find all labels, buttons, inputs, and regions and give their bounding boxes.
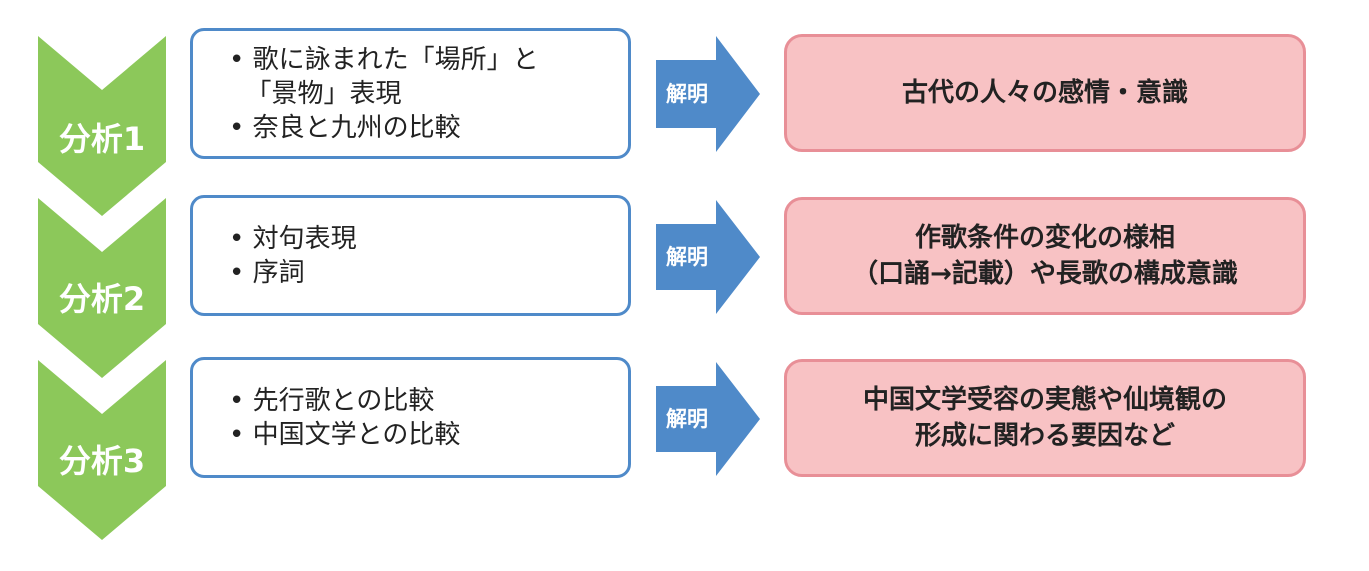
result-box-1: 古代の人々の感情・意識 — [784, 34, 1306, 152]
explain-arrow-2 — [656, 200, 760, 314]
step-chevron-2 — [38, 198, 166, 378]
result-line: 形成に関わる要因など — [914, 421, 1175, 451]
step-chevron-3 — [38, 360, 166, 540]
step-label-3: 分析3 — [58, 442, 146, 480]
detail-line: • 先行歌との比較 — [229, 385, 435, 416]
analysis-detail-box-1: • 歌に詠まれた「場所」と 「景物」表現 • 奈良と九州の比較 — [190, 28, 631, 159]
detail-line: • 中国文学との比較 — [229, 419, 461, 450]
detail-line: 「景物」表現 — [229, 78, 402, 109]
step-label-2: 分析2 — [58, 280, 146, 318]
detail-line: • 序詞 — [229, 257, 305, 288]
detail-line: • 歌に詠まれた「場所」と — [229, 44, 539, 75]
result-box-3: 中国文学受容の実態や仙境観の 形成に関わる要因など — [784, 359, 1306, 477]
result-line: 作歌条件の変化の様相 — [914, 223, 1175, 253]
result-line: （口誦→記載）や長歌の構成意識 — [852, 259, 1238, 289]
result-line: 中国文学受容の実態や仙境観の — [862, 385, 1227, 415]
detail-line: • 対句表現 — [229, 223, 357, 254]
step-chevron-1 — [38, 36, 166, 216]
result-line: 古代の人々の感情・意識 — [901, 78, 1188, 108]
detail-line: • 奈良と九州の比較 — [229, 112, 461, 143]
explain-label-1: 解明 — [666, 82, 708, 106]
analysis-detail-box-2: • 対句表現 • 序詞 — [190, 195, 631, 316]
explain-arrow-3 — [656, 362, 760, 476]
result-box-2: 作歌条件の変化の様相 （口誦→記載）や長歌の構成意識 — [784, 197, 1306, 315]
explain-label-2: 解明 — [666, 245, 708, 269]
step-label-1: 分析1 — [58, 120, 146, 158]
explain-arrow-1 — [656, 36, 760, 152]
analysis-detail-box-3: • 先行歌との比較 • 中国文学との比較 — [190, 357, 631, 478]
explain-label-3: 解明 — [666, 407, 708, 431]
